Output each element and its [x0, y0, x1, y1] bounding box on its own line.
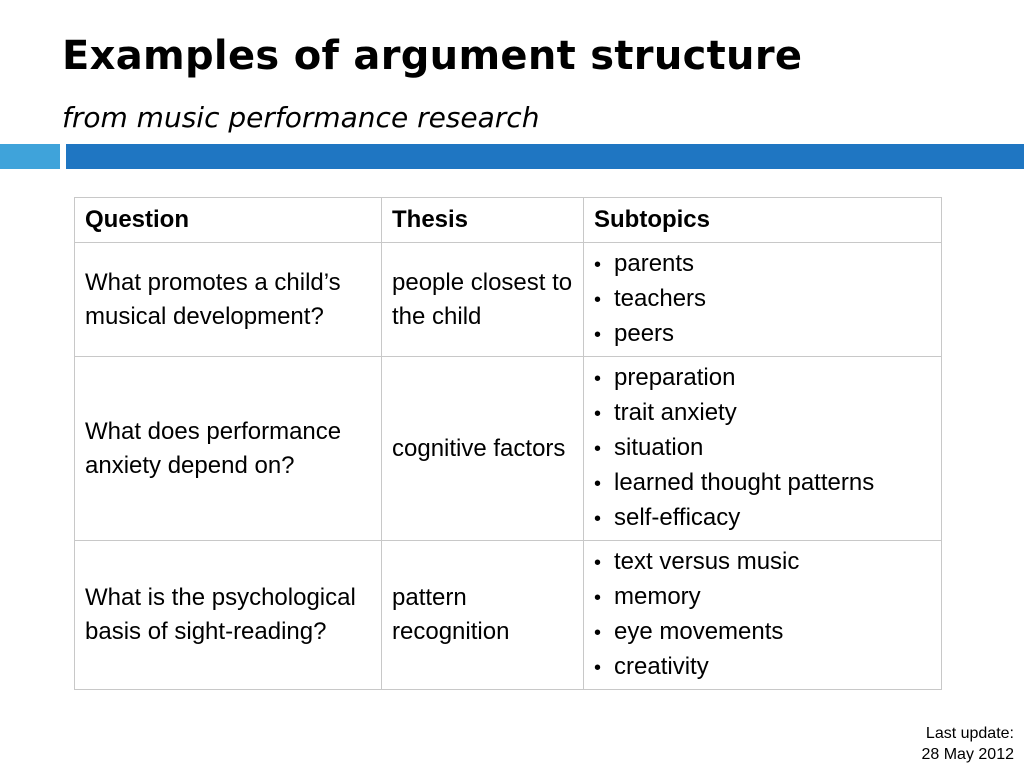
subtopic-item: preparation — [594, 361, 931, 396]
table-row: What does performance anxiety depend on?… — [74, 356, 942, 541]
subtopic-list: preparation trait anxiety situation lear… — [594, 361, 931, 536]
subtopic-item: peers — [594, 317, 931, 352]
accent-band-left — [0, 144, 60, 169]
subtopic-list: parents teachers peers — [594, 247, 931, 352]
subtopic-item: parents — [594, 247, 931, 282]
thesis-cell: pattern recognition — [381, 540, 584, 690]
thesis-cell: cognitive factors — [381, 356, 584, 541]
subtopic-item: situation — [594, 431, 931, 466]
subtopics-cell: parents teachers peers — [583, 242, 942, 357]
header-question: Question — [74, 197, 382, 243]
last-update-date: 28 May 2012 — [921, 746, 1014, 763]
subtopics-cell: text versus music memory eye movements c… — [583, 540, 942, 690]
thesis-cell: people closest to the child — [381, 242, 584, 357]
subtopics-cell: preparation trait anxiety situation lear… — [583, 356, 942, 541]
last-update-label: Last update: — [925, 725, 1014, 742]
subtopic-item: teachers — [594, 282, 931, 317]
header-thesis: Thesis — [381, 197, 584, 243]
accent-band-right — [66, 144, 1024, 169]
subtopic-item: text versus music — [594, 545, 931, 580]
subtopic-item: creativity — [594, 650, 931, 685]
header-subtopics: Subtopics — [583, 197, 942, 243]
question-cell: What does performance anxiety depend on? — [74, 356, 382, 541]
subtopic-item: trait anxiety — [594, 396, 931, 431]
last-update-footer: Last update: 28 May 2012 — [921, 723, 1014, 765]
subtopic-item: self-efficacy — [594, 501, 931, 536]
subtopic-list: text versus music memory eye movements c… — [594, 545, 931, 685]
table-header-row: Question Thesis Subtopics — [74, 197, 942, 243]
table-row: What is the psychological basis of sight… — [74, 540, 942, 690]
subtopic-item: eye movements — [594, 615, 931, 650]
question-cell: What is the psychological basis of sight… — [74, 540, 382, 690]
question-cell: What promotes a child’s musical developm… — [74, 242, 382, 357]
subtopic-item: memory — [594, 580, 931, 615]
table-row: What promotes a child’s musical developm… — [74, 242, 942, 357]
argument-structure-table: Question Thesis Subtopics What promotes … — [74, 197, 942, 690]
slide-title: Examples of argument structure — [62, 33, 803, 79]
subtopic-item: learned thought patterns — [594, 466, 931, 501]
slide-subtitle: from music performance research — [62, 101, 540, 134]
